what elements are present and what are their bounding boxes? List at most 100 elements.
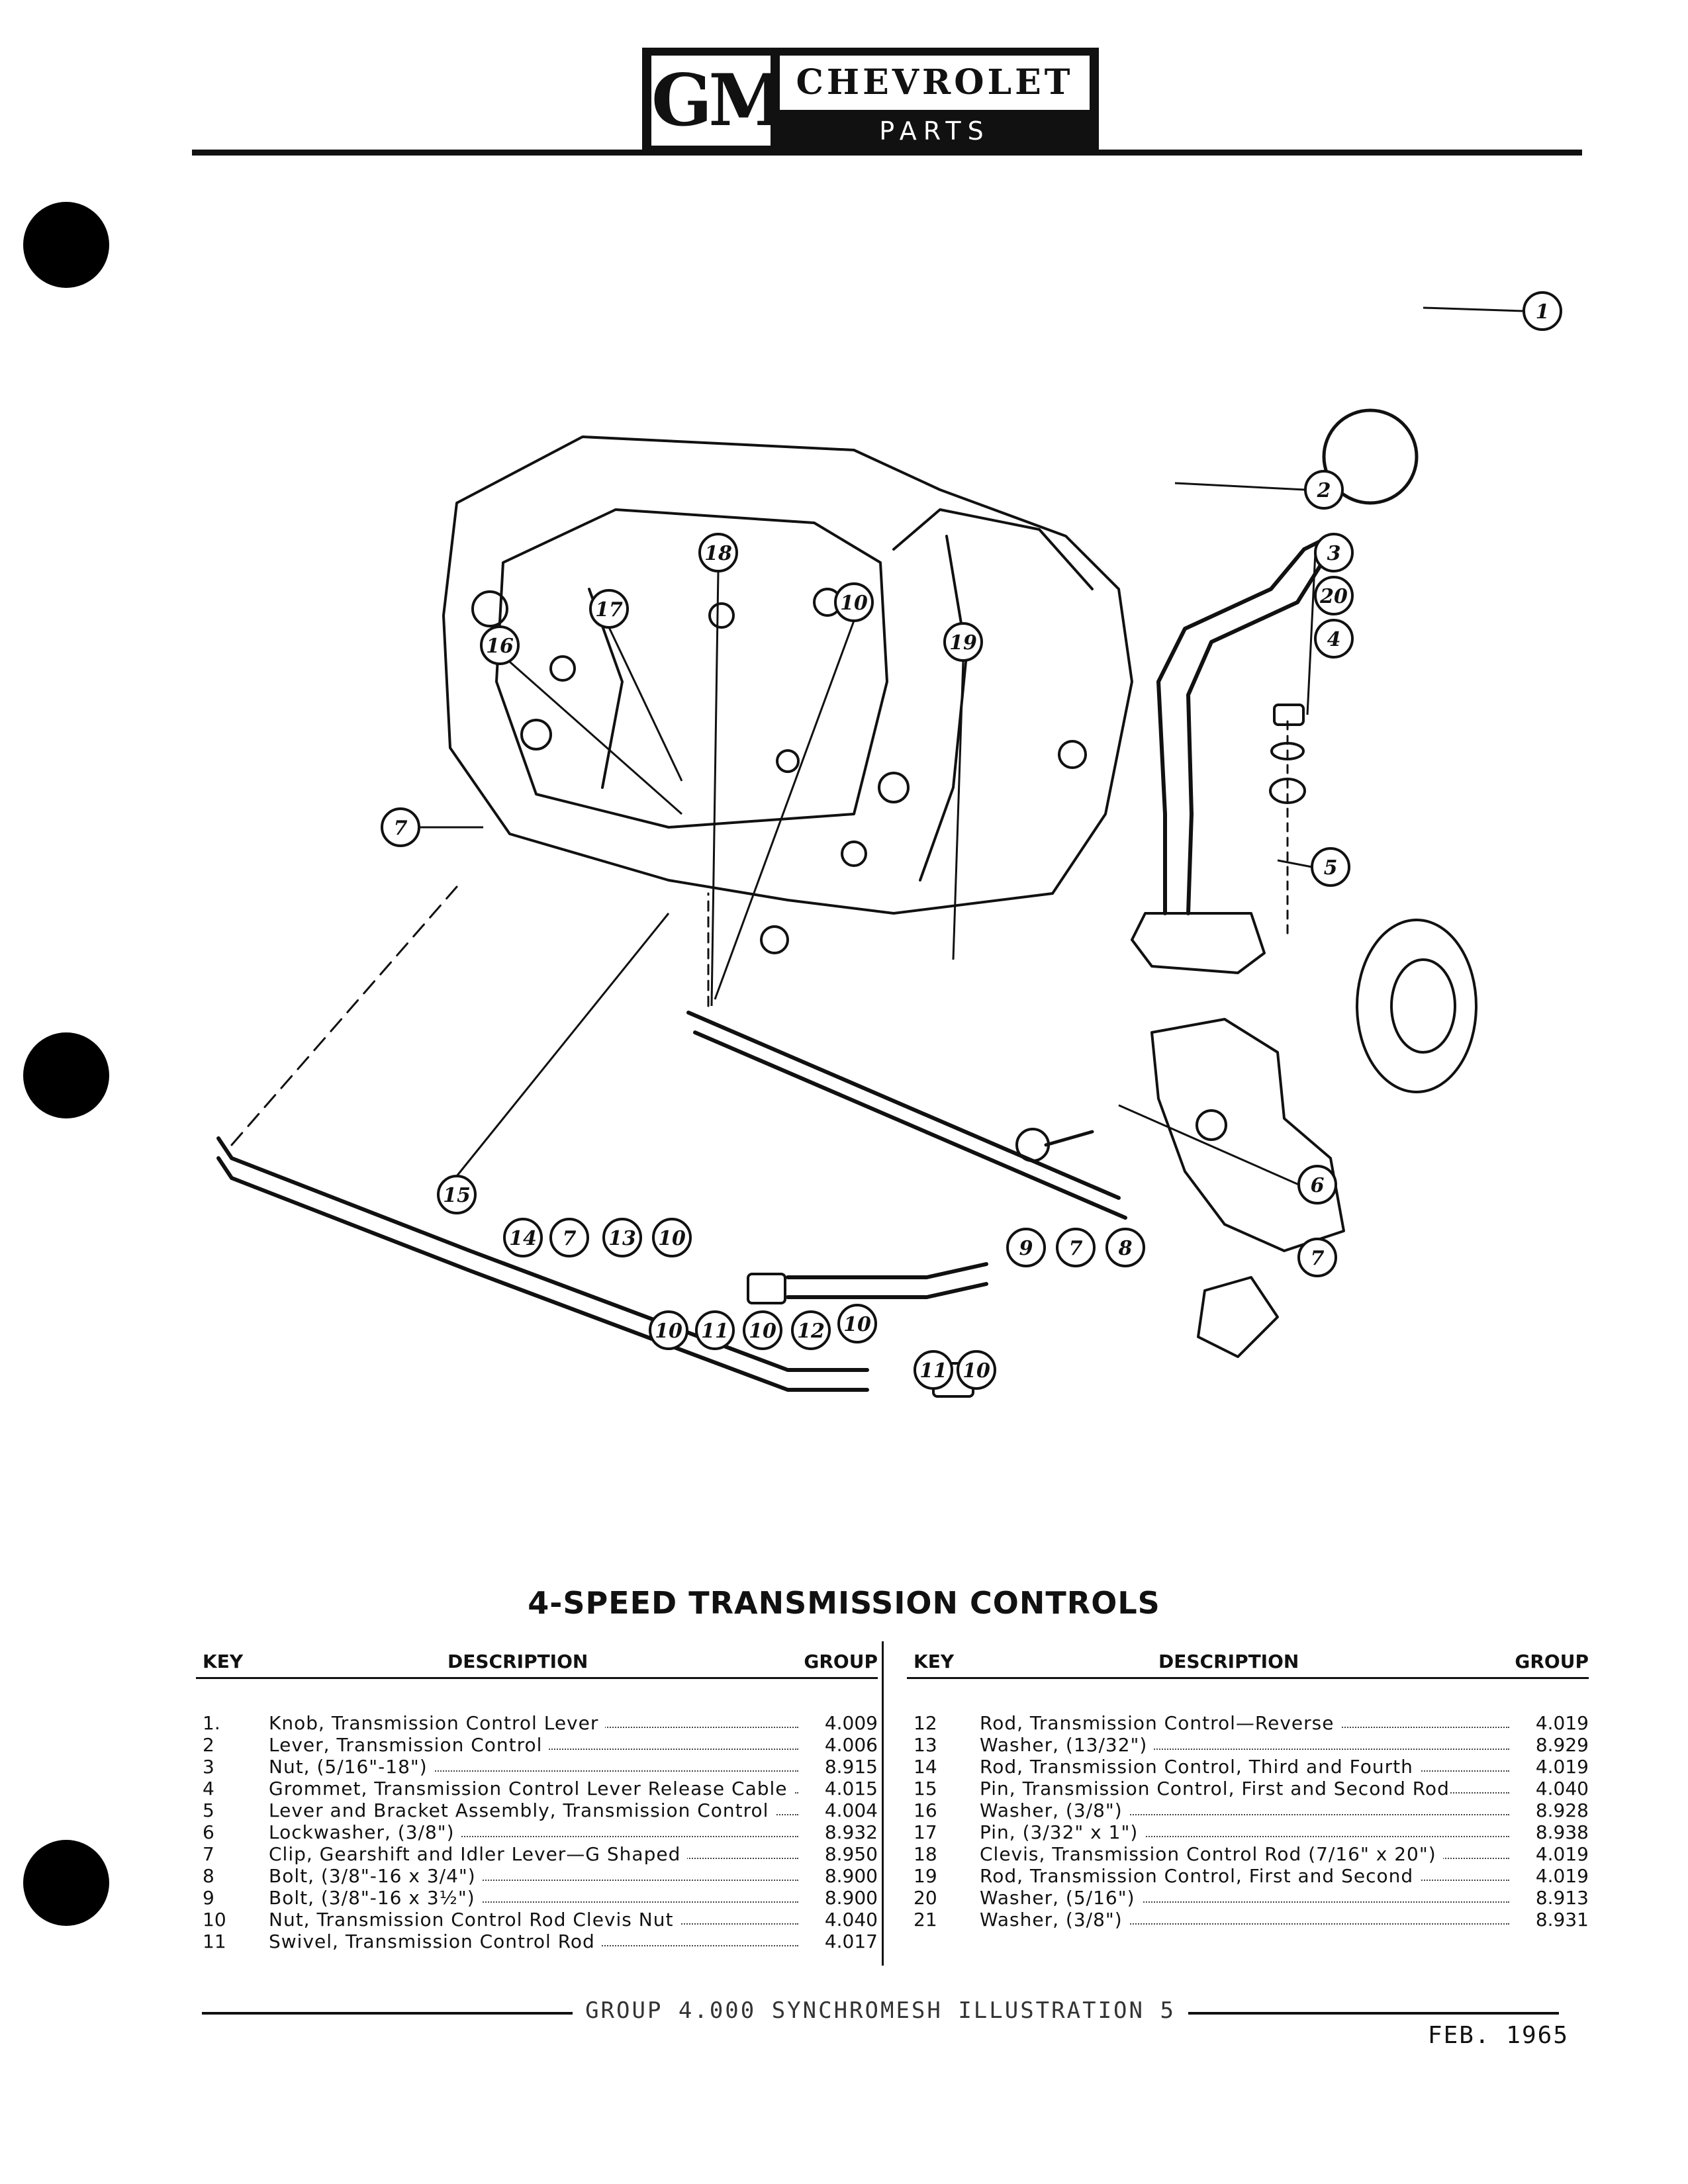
parts-table-left: KEY DESCRIPTION GROUP 1. Knob, Transmissi… [196, 1648, 878, 1952]
callout-6: 6 [1311, 1174, 1325, 1197]
part-description-text: Swivel, Transmission Control Rod [269, 1931, 602, 1952]
part-key: 6 [203, 1821, 214, 1843]
leader-dots [980, 1836, 1509, 1837]
part-description-text: Nut, Transmission Control Rod Clevis Nut [269, 1909, 680, 1931]
page-title: 4-SPEED TRANSMISSION CONTROLS [528, 1585, 1160, 1621]
binder-hole-bottom [23, 1840, 109, 1926]
part-description: Pin, (3/32" x 1") [980, 1821, 1509, 1843]
callout-19: 19 [949, 631, 977, 655]
table-row: 6 Lockwasher, (3/8") 8.932 [196, 1821, 878, 1843]
table-row: 10 Nut, Transmission Control Rod Clevis N… [196, 1909, 878, 1931]
key-header: KEY [914, 1651, 955, 1672]
part-description: Lockwasher, (3/8") [269, 1821, 798, 1843]
part-group: 8.932 [824, 1821, 878, 1843]
part-description: Washer, (13/32") [980, 1734, 1509, 1756]
description-header: DESCRIPTION [447, 1651, 588, 1672]
footer-caption: GROUP 4.000 SYNCHROMESH ILLUSTRATION 5 [585, 1997, 1176, 2024]
part-key: 5 [203, 1799, 214, 1821]
part-key: 4 [203, 1778, 214, 1799]
part-group: 8.900 [824, 1887, 878, 1909]
callout-5: 5 [1324, 856, 1338, 880]
callout-10-top: 10 [840, 592, 868, 615]
callout-15: 15 [443, 1184, 471, 1207]
part-description-text: Knob, Transmission Control Lever [269, 1712, 606, 1734]
callout-13: 13 [608, 1227, 636, 1250]
leader-dots [269, 1836, 798, 1837]
callout-2: 2 [1317, 479, 1331, 502]
group-header: GROUP [1515, 1651, 1589, 1672]
callout-3: 3 [1327, 542, 1341, 565]
callout-10-a: 10 [658, 1227, 686, 1250]
callout-4: 4 [1327, 628, 1341, 651]
leader-dots [269, 1880, 798, 1881]
leader-dots [269, 1770, 798, 1772]
callout-11-b: 11 [919, 1359, 947, 1383]
part-description-text: Bolt, (3/8"-16 x 3/4") [269, 1865, 483, 1887]
group-header: GROUP [804, 1651, 878, 1672]
part-description-text: Clevis, Transmission Control Rod (7/16" … [980, 1843, 1443, 1865]
part-group: 8.915 [824, 1756, 878, 1778]
part-key: 13 [914, 1734, 937, 1756]
leader-dots [980, 1923, 1509, 1925]
part-group: 4.019 [1535, 1843, 1589, 1865]
part-group: 4.006 [824, 1734, 878, 1756]
footer-date: FEB. 1965 [1427, 2022, 1569, 2049]
part-description-text: Lever, Transmission Control [269, 1734, 549, 1756]
part-description: Clevis, Transmission Control Rod (7/16" … [980, 1843, 1509, 1865]
part-description: Washer, (3/8") [980, 1799, 1509, 1821]
part-description-text: Bolt, (3/8"-16 x 3½") [269, 1887, 482, 1909]
part-key: 3 [203, 1756, 214, 1778]
part-key: 14 [914, 1756, 937, 1778]
callout-7-mid: 7 [1069, 1237, 1083, 1260]
description-header: DESCRIPTION [1158, 1651, 1299, 1672]
part-description: Washer, (5/16") [980, 1887, 1509, 1909]
callout-8: 8 [1118, 1237, 1133, 1260]
part-description: Swivel, Transmission Control Rod [269, 1931, 798, 1952]
callout-11-a: 11 [701, 1320, 729, 1343]
part-description: Washer, (3/8") [980, 1909, 1509, 1931]
header-rule [192, 150, 1582, 156]
transmission-controls-illustration: 1 2 3 20 4 5 6 7 18 17 16 10 19 7 15 14 … [216, 291, 1562, 1398]
footer-rule-left [202, 2012, 573, 2015]
part-key: 2 [203, 1734, 214, 1756]
part-group: 8.931 [1535, 1909, 1589, 1931]
part-key: 17 [914, 1821, 937, 1843]
part-key: 10 [203, 1909, 226, 1931]
part-group: 8.928 [1535, 1799, 1589, 1821]
catalogue-subtitle: PARTS CATALOGUE [829, 116, 1040, 183]
part-group: 8.900 [824, 1865, 878, 1887]
part-description: Lever and Bracket Assembly, Transmission… [269, 1799, 798, 1821]
table-divider [882, 1641, 884, 1966]
part-description: Rod, Transmission Control, Third and Fou… [980, 1756, 1509, 1778]
part-description: Knob, Transmission Control Lever [269, 1712, 798, 1734]
part-key: 11 [203, 1931, 226, 1952]
table-header-right: KEY DESCRIPTION GROUP [907, 1648, 1589, 1679]
part-description-text: Rod, Transmission Control—Reverse [980, 1712, 1341, 1734]
part-description: Nut, Transmission Control Rod Clevis Nut [269, 1909, 798, 1931]
table-header-left: KEY DESCRIPTION GROUP [196, 1648, 878, 1679]
callout-1: 1 [1536, 300, 1550, 324]
part-description-text: Washer, (5/16") [980, 1887, 1142, 1909]
part-description-text: Washer, (3/8") [980, 1799, 1129, 1821]
binder-hole-top [23, 202, 109, 288]
part-key: 19 [914, 1865, 937, 1887]
callout-10-d: 10 [843, 1313, 871, 1336]
part-key: 20 [914, 1887, 937, 1909]
part-description-text: Lockwasher, (3/8") [269, 1821, 461, 1843]
part-description: Nut, (5/16"-18") [269, 1756, 798, 1778]
leader-dots [980, 1901, 1509, 1903]
part-description: Bolt, (3/8"-16 x 3/4") [269, 1865, 798, 1887]
part-key: 1. [203, 1712, 220, 1734]
callout-7-right: 7 [1311, 1247, 1325, 1270]
brand-name: CHEVROLET [780, 56, 1090, 110]
callout-16: 16 [486, 635, 514, 658]
part-group: 8.913 [1535, 1887, 1589, 1909]
